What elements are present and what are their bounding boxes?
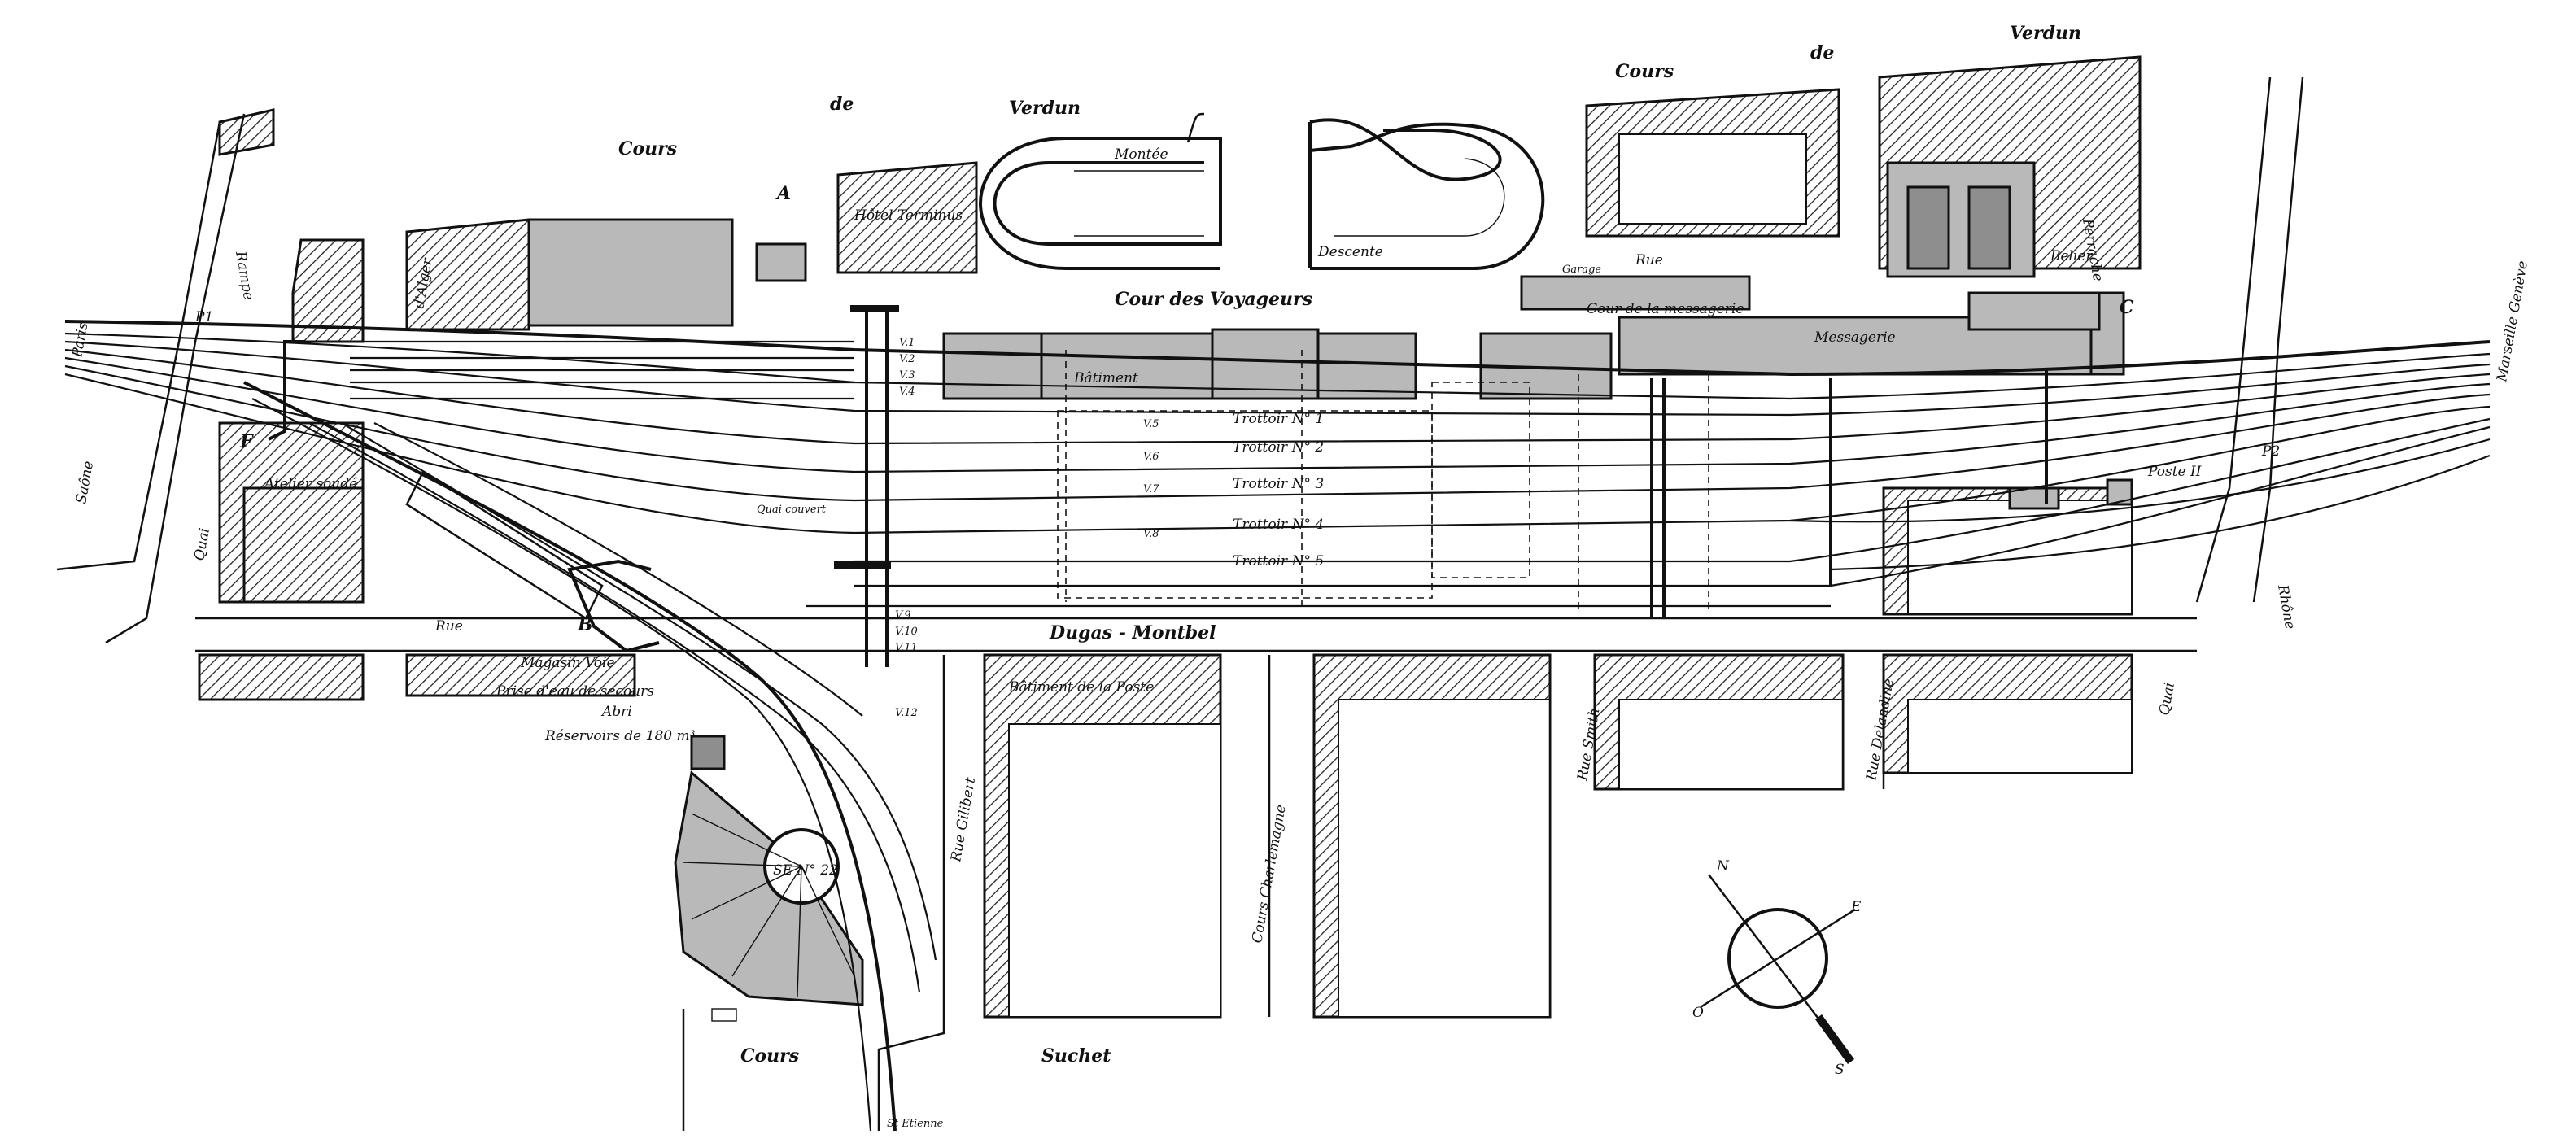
label-A: A xyxy=(775,183,791,204)
label-poste-II: Poste II xyxy=(2147,464,2202,480)
label-messagerie: Messagerie xyxy=(1814,329,1896,346)
street-belier: Belier xyxy=(2050,248,2093,264)
block-bottom-left-b xyxy=(405,653,636,697)
label-trottoir-1: Trottoir N° 1 xyxy=(1233,411,1324,427)
track-label: V.4 xyxy=(899,386,915,398)
track-label: V.2 xyxy=(899,353,915,365)
label-magasin: Magasin Voie xyxy=(520,655,615,671)
label-P1: P1 xyxy=(194,309,213,325)
track-label: V.10 xyxy=(895,626,918,638)
block-top-left-strip xyxy=(218,108,275,156)
ramp-descente xyxy=(1309,118,1502,181)
track-label: V.1 xyxy=(899,337,915,349)
label-batiment-poste: Bâtiment de la Poste xyxy=(1008,679,1154,696)
street-cours-des-voyageurs: Cour des Voyageurs xyxy=(1115,289,1312,310)
street-verdun-top-left: Verdun xyxy=(1009,98,1081,119)
track-labels: V.1 V.2 V.3 V.4 V.5 V.6 V.7 V.8 V.9 V.10… xyxy=(895,337,1159,719)
label-trottoir-5: Trottoir N° 5 xyxy=(1233,553,1324,569)
street-dugas-montbel: Dugas - Montbel xyxy=(1049,622,1216,643)
label-prise-eau: Prise d'eau de secours xyxy=(496,683,654,700)
direction-paris: Paris xyxy=(69,321,91,360)
feature-labels: A B C F P1 P2 Montée Descente Hôtel Term… xyxy=(194,146,2280,879)
street-de-top-left: de xyxy=(830,94,854,115)
track-label: V.11 xyxy=(895,642,918,654)
direction-saone: Saône xyxy=(73,460,97,505)
street-rampe-left: Rampe xyxy=(232,249,256,301)
block-bottom-left-a xyxy=(198,653,365,701)
street-rue-left: Rue xyxy=(434,618,463,635)
compass-rose xyxy=(1700,874,1856,1064)
label-reservoirs: Réservoirs de 180 m³ xyxy=(544,728,696,744)
block-hotel-terminus xyxy=(836,161,978,274)
label-montee: Montée xyxy=(1114,146,1168,163)
label-cour-messagerie: Cour de la messagerie xyxy=(1587,301,1744,317)
railway-tracks xyxy=(64,305,2491,1132)
compass-east: E xyxy=(1850,899,1862,915)
street-verdun-top-right: Verdun xyxy=(2010,23,2081,44)
roads xyxy=(56,76,2304,1131)
street-quai-right: Quai xyxy=(2156,682,2178,717)
access-ramps xyxy=(979,112,1545,270)
street-de-top-right: de xyxy=(1810,42,1834,63)
track-label: V.3 xyxy=(899,369,915,382)
label-garage: Garage xyxy=(1562,264,1601,276)
street-quai-left: Quai xyxy=(191,527,213,562)
label-descente: Descente xyxy=(1317,244,1383,260)
street-gilibert: Rue Gilibert xyxy=(948,776,979,864)
compass-south: S xyxy=(1835,1062,1845,1078)
track-label: V.9 xyxy=(895,609,911,622)
compass-west: O xyxy=(1692,1005,1704,1021)
block-alger xyxy=(405,218,530,331)
label-rotonde: SE N° 22 xyxy=(773,862,838,879)
track-label: V.5 xyxy=(1143,418,1159,430)
label-P2: P2 xyxy=(2261,443,2280,460)
label-trottoir-4: Trottoir N° 4 xyxy=(1233,517,1324,533)
track-label: V.8 xyxy=(1143,528,1159,540)
track-label: V.6 xyxy=(1143,451,1159,463)
street-cours-bottom: Cours xyxy=(740,1045,799,1067)
label-batiment: Bâtiment xyxy=(1073,370,1138,386)
label-abri: Abri xyxy=(600,704,632,720)
direction-rhone: Rhône xyxy=(2274,582,2298,630)
label-atelier: Atelier soudé xyxy=(263,476,357,492)
street-cours-top-left: Cours xyxy=(618,138,677,159)
block-left-lower-strip xyxy=(242,486,365,604)
ramp-montee xyxy=(979,137,1222,270)
direction-st-etienne: St Etienne xyxy=(887,1118,944,1130)
track-label: V.7 xyxy=(1143,483,1159,495)
label-B: B xyxy=(577,614,593,635)
street-rue-top: Rue xyxy=(1635,252,1663,268)
compass-north: N xyxy=(1716,858,1730,875)
label-hotel: Hôtel Terminus xyxy=(854,207,963,224)
label-trottoir-2: Trottoir N° 2 xyxy=(1233,439,1324,456)
block-left-upper xyxy=(291,238,365,343)
label-quai-couvert: Quai couvert xyxy=(757,504,827,516)
roundhouse-fan xyxy=(674,770,864,1006)
compass-labels: N E S O xyxy=(1692,858,1862,1078)
direction-marseille: Marseille Genève xyxy=(2494,260,2531,384)
street-cours-top-right: Cours xyxy=(1615,61,1674,82)
roundhouse xyxy=(674,735,864,1022)
track-label: V.12 xyxy=(895,707,918,719)
label-F: F xyxy=(239,431,254,452)
label-trottoir-3: Trottoir N° 3 xyxy=(1233,476,1324,492)
label-C: C xyxy=(2120,297,2134,318)
street-suchet: Suchet xyxy=(1041,1045,1111,1067)
